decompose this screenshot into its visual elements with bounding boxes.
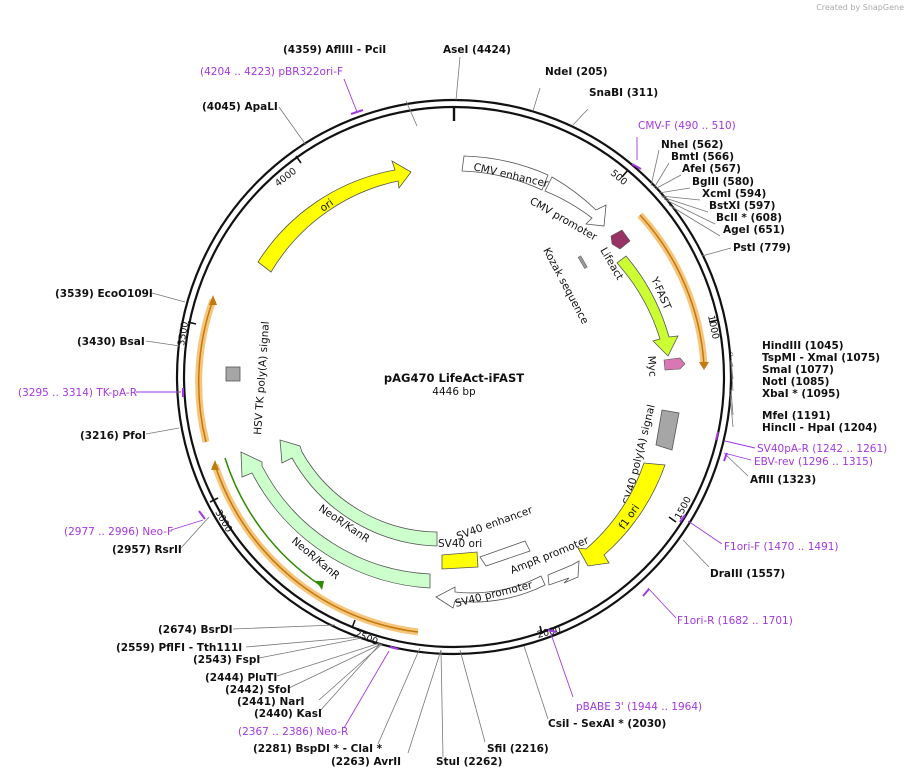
feature-myc [663, 357, 686, 371]
site-xcmi: XcmI (594) [702, 188, 766, 200]
tick-1000: 1000 [705, 314, 721, 340]
site-bsai: (3430) BsaI [77, 336, 145, 348]
orf-highlights [195, 212, 709, 636]
site-noti: NotI (1085) [762, 376, 829, 388]
site-hindiii: HindIII (1045) [762, 340, 844, 352]
feature-cmv-promoter [544, 176, 607, 227]
primer-pbabe3: pBABE 3' (1944 .. 1964) [576, 701, 702, 713]
site-snabi: SnaBI (311) [589, 87, 658, 99]
feature-sv40-promoter [435, 575, 546, 609]
primer-tk-pa-r: (3295 .. 3314) TK-pA-R [18, 387, 137, 399]
site-sfii: SfiI (2216) [487, 743, 549, 755]
site-afei: AfeI (567) [682, 163, 741, 175]
tick-3000: 3000 [212, 508, 234, 534]
snapgene-watermark: Created by SnapGene [816, 3, 904, 12]
site-stui: StuI (2262) [436, 756, 502, 768]
site-xmai: TspMI - XmaI (1075) [762, 352, 880, 364]
site-xbai: XbaI * (1095) [762, 388, 840, 400]
feature-sv40-enhancer-label: SV40 enhancer [455, 504, 535, 543]
site-pluti: (2444) PluTI [205, 672, 277, 684]
site-ndei: NdeI (205) [545, 66, 608, 78]
feature-sv40-enhancer [479, 540, 531, 567]
site-bglii: BglII (580) [692, 176, 754, 188]
feature-neor-inner [279, 439, 438, 547]
site-tth111i: (2559) PflFI - Tth111I [116, 642, 242, 654]
feature-sv40-ori-label: SV40 ori [438, 538, 482, 550]
plasmid-size: 4446 bp [432, 386, 476, 398]
site-mfei: MfeI (1191) [762, 410, 831, 422]
site-psti: PstI (779) [733, 242, 791, 254]
site-nari: (2441) NarI [237, 696, 304, 708]
site-sfoi: (2442) SfoI [225, 684, 291, 696]
site-fspi: (2543) FspI [193, 654, 260, 666]
site-clai: (2281) BspDI * - ClaI * [253, 743, 383, 755]
primer-cmv-f: CMV-F (490 .. 510) [638, 120, 736, 132]
primer-neo-r: (2367 .. 2386) Neo-R [238, 726, 348, 738]
primer-ebv-rev: EBV-rev (1296 .. 1315) [754, 456, 873, 468]
plasmid-name: pAG470 LifeAct-iFAST [384, 371, 524, 385]
primer-pbr322ori-f: (4204 .. 4223) pBR322ori-F [200, 66, 343, 78]
feature-sv40-ori [441, 551, 479, 570]
feature-cmv-enhancer [461, 155, 549, 191]
feature-hsv-tk-polya [225, 366, 241, 382]
site-smai: SmaI (1077) [762, 364, 834, 376]
tick-4000: 4000 [273, 166, 299, 190]
primer-sv40pa-r: SV40pA-R (1242 .. 1261) [757, 443, 887, 455]
site-bsrdi: (2674) BsrDI [158, 624, 233, 636]
site-apali: (4045) ApaLI [202, 101, 278, 113]
feature-hsv-tk-polya-label: HSV TK poly(A) signal [252, 321, 272, 435]
site-nhei: NheI (562) [661, 139, 723, 151]
site-labels: (4359) AflIII - PciI AseI (4424) NdeI (2… [55, 44, 880, 768]
site-sexai: CsiI - SexAI * (2030) [548, 718, 666, 730]
site-asei: AseI (4424) [443, 44, 511, 56]
feature-cmv-promoter-label: CMV promoter [528, 195, 600, 244]
site-kasi: (2440) KasI [254, 708, 322, 720]
site-bcli: BclI * (608) [716, 212, 782, 224]
feature-ampr-promoter [547, 560, 580, 586]
feature-sv40-polya [655, 409, 680, 451]
primer-labels: (4204 .. 4223) pBR322ori-F CMV-F (490 ..… [18, 66, 887, 738]
tick-2500: 2500 [353, 629, 380, 648]
site-rsrii: (2957) RsrII [112, 544, 182, 556]
site-leaders [145, 56, 749, 758]
site-eco0109i: (3539) EcoO109I [55, 288, 153, 300]
primer-neo-f: (2977 .. 2996) Neo-F [64, 526, 173, 538]
primer-f1ori-f: F1ori-F (1470 .. 1491) [724, 541, 839, 553]
tick-3500: 3500 [176, 321, 191, 347]
feature-f1-ori [577, 462, 666, 567]
site-agei: AgeI (651) [723, 224, 785, 236]
feature-ori [257, 160, 412, 273]
backbone-outer-strand [175, 98, 733, 656]
primer-f1ori-r: F1ori-R (1682 .. 1701) [677, 615, 793, 627]
site-pfoi: (3216) PfoI [80, 430, 146, 442]
primer-leaders [136, 78, 756, 729]
feature-kozak-label: Kozak sequence [540, 246, 590, 326]
feature-y-fast [616, 255, 679, 357]
site-hpai: HincII - HpaI (1204) [762, 422, 877, 434]
position-ticks: 500 1000 1500 2000 2500 3000 3500 4000 [176, 155, 721, 648]
site-bmti: BmtI (566) [671, 151, 734, 163]
tick-500: 500 [608, 168, 629, 188]
feature-kozak [577, 255, 588, 269]
feature-lifeact [610, 229, 631, 250]
site-bstxi: BstXI (597) [709, 200, 775, 212]
site-avrii: (2263) AvrII [331, 756, 401, 768]
feature-myc-label: Myc [645, 355, 658, 377]
site-afliii: AflII (1323) [750, 474, 816, 486]
feature-neor-outer [240, 451, 431, 589]
site-draiii: DraIII (1557) [710, 568, 785, 580]
site-pcii: (4359) AflIII - PciI [283, 44, 386, 56]
